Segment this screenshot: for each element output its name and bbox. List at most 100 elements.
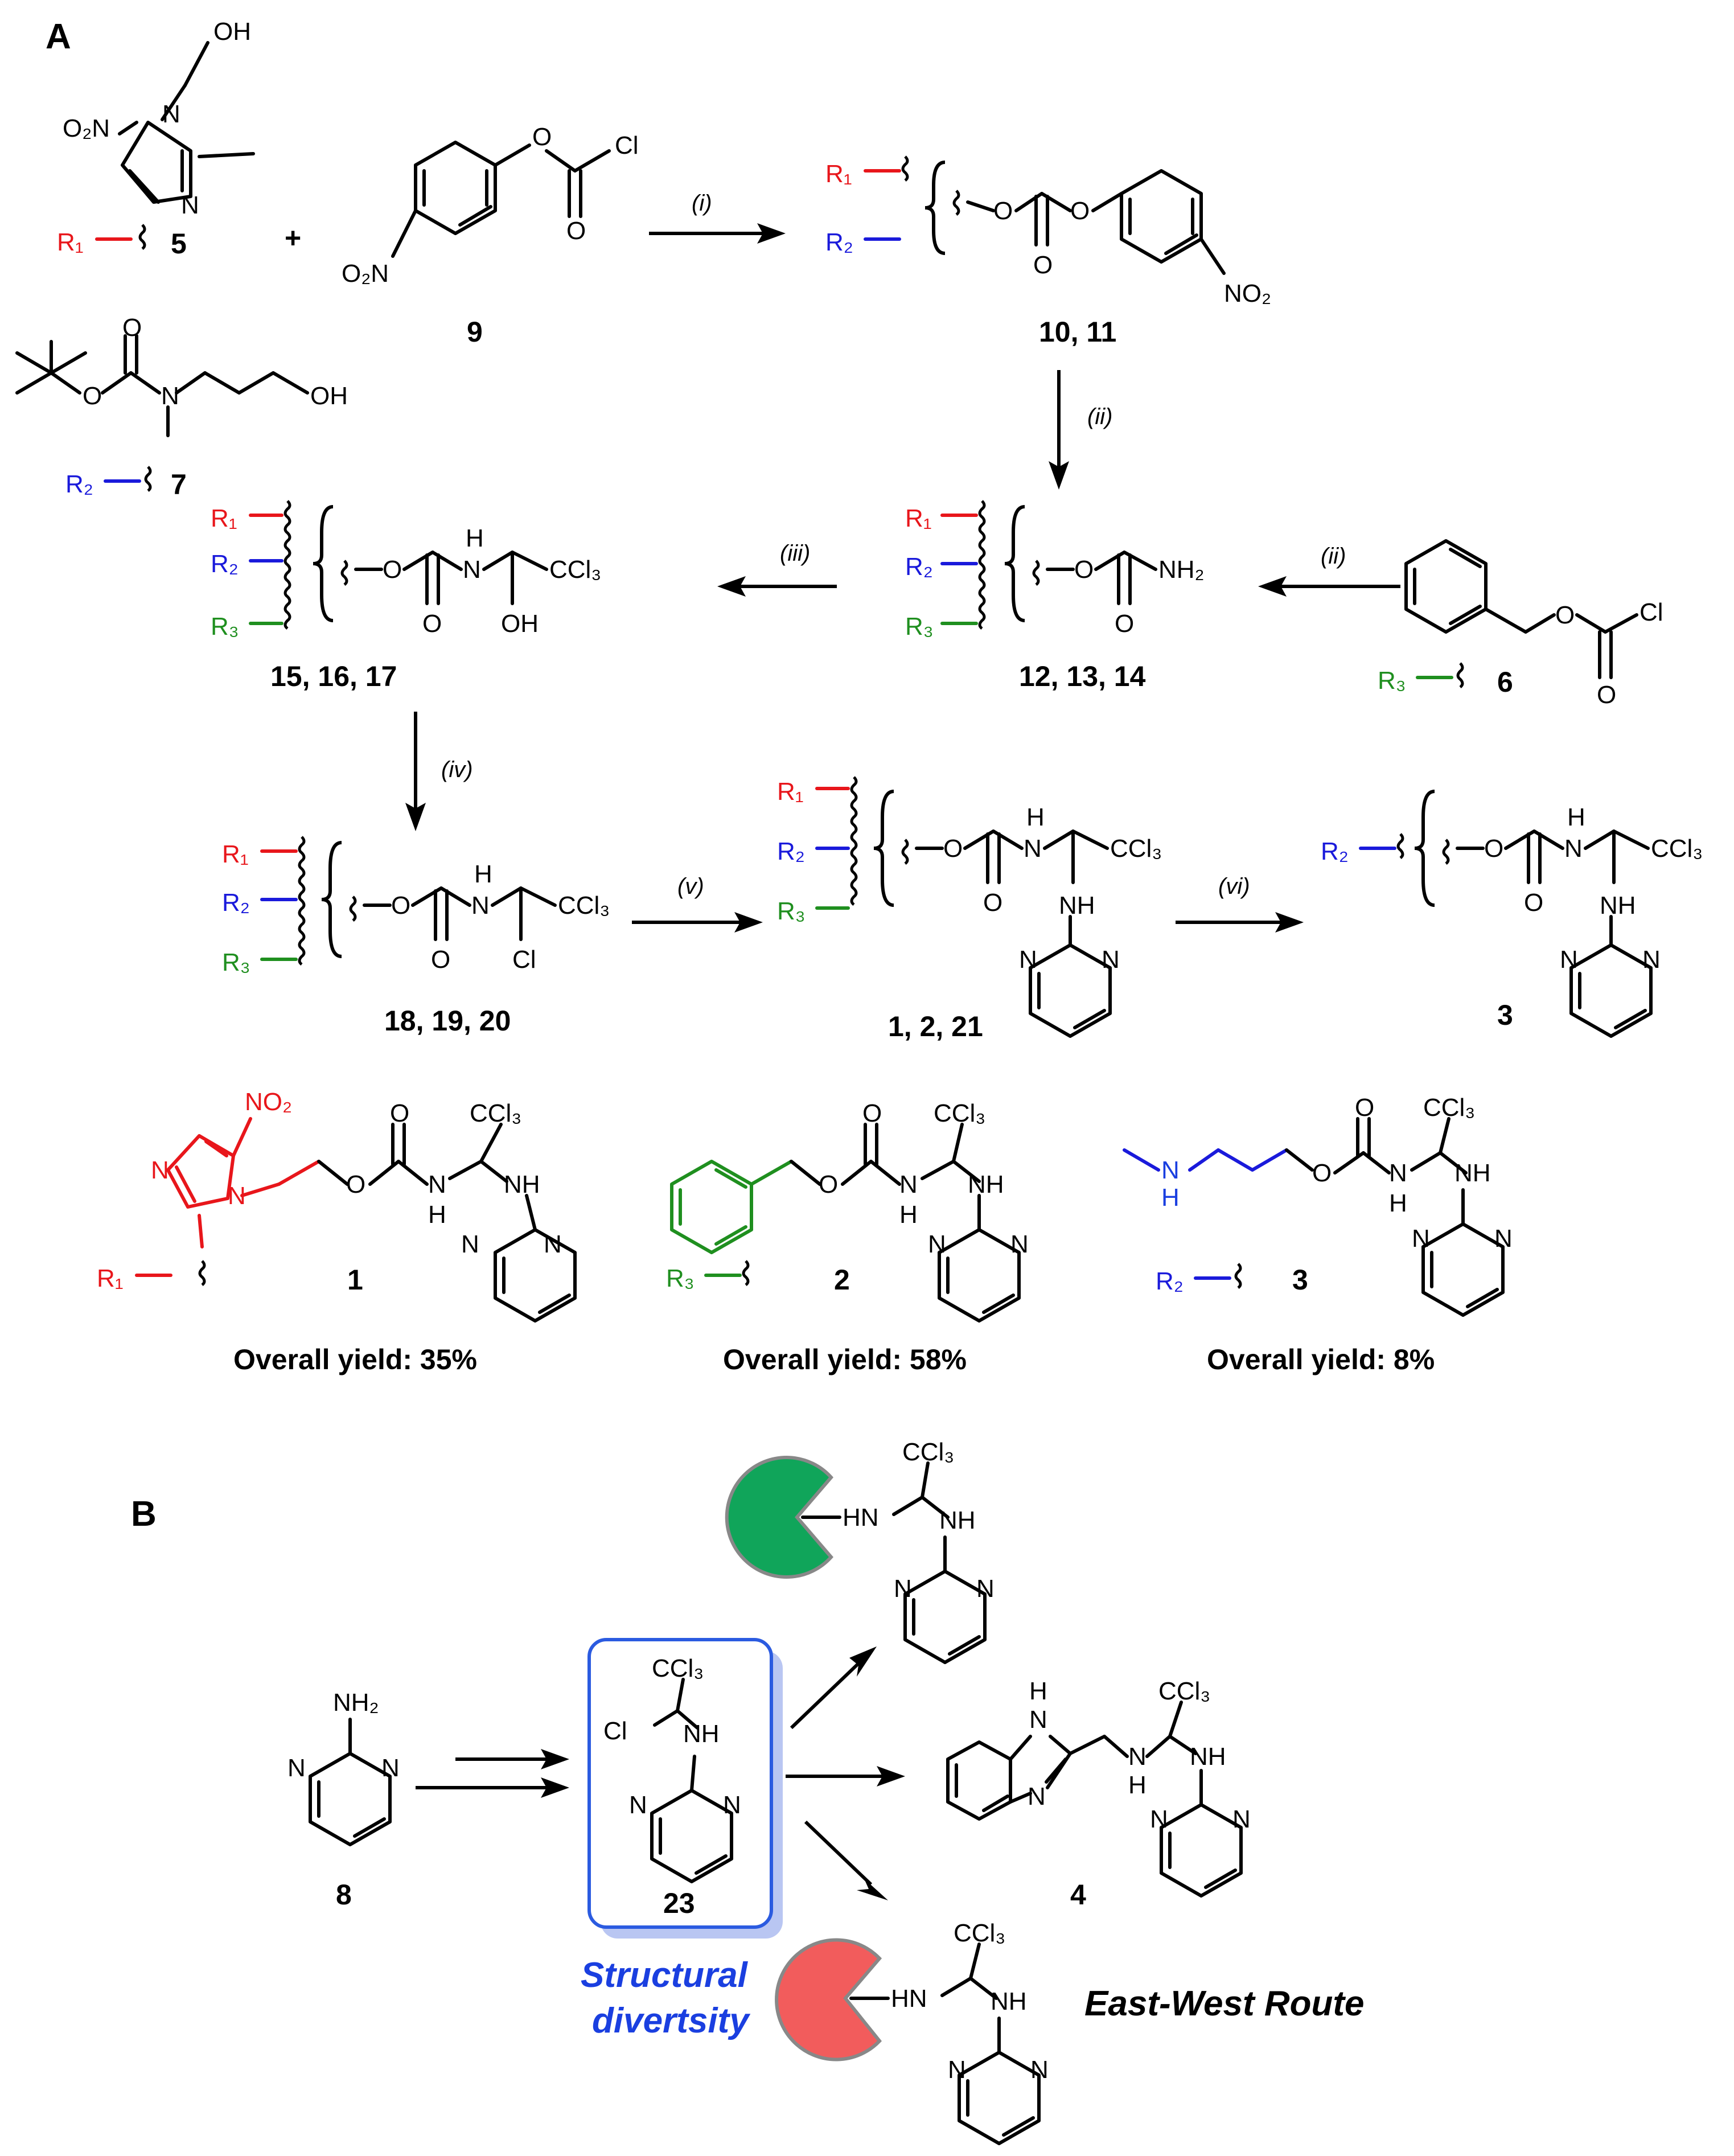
compound-23-box <box>587 1638 773 1929</box>
atom-h: H <box>899 1201 918 1229</box>
r2-label: R₂ <box>222 889 250 917</box>
atom-n: N <box>463 556 481 584</box>
compound-18-20-structure <box>260 836 557 966</box>
atom-n: N <box>1102 946 1120 974</box>
atom-n: N <box>461 1230 479 1258</box>
r1-label: R₁ <box>211 504 237 532</box>
atom-o: O <box>1597 681 1616 709</box>
atom-n: N <box>544 1230 562 1258</box>
atom-n: N <box>1030 2056 1049 2084</box>
plus-sign: + <box>285 222 301 254</box>
atom-ccl3: CCl₃ <box>1158 1677 1210 1705</box>
compound-label-3: 3 <box>1497 999 1513 1031</box>
atom-n: N <box>381 1754 400 1782</box>
atom-n: N <box>1024 835 1042 863</box>
atom-n: N <box>228 1182 246 1210</box>
r1-label: R₁ <box>777 778 804 806</box>
compound-label-5: 5 <box>171 228 187 260</box>
atom-n: N <box>162 100 180 128</box>
condition-i: (i) <box>692 191 712 216</box>
r1-label: R₁ <box>222 840 249 868</box>
final-compound-label-3: 3 <box>1292 1264 1308 1296</box>
compound-5-structure <box>95 41 255 250</box>
atom-cl: Cl <box>603 1717 627 1745</box>
red-pacman-target-icon <box>775 1938 882 2061</box>
panel-label-a: A <box>46 17 71 56</box>
atom-nh: NH <box>1190 1743 1226 1771</box>
compound-6-structure <box>1404 539 1638 688</box>
atom-n: N <box>894 1575 912 1603</box>
condition-ii: (ii) <box>1087 404 1112 429</box>
atom-nh: NH <box>1059 892 1095 919</box>
compound-15-17-structure <box>249 500 548 630</box>
structural-diversity-line1: Structural <box>581 1956 749 1995</box>
atom-oh: OH <box>213 18 251 46</box>
compound-label-10-11: 10, 11 <box>1039 316 1116 348</box>
east-west-route-label: East-West Route <box>1084 1984 1365 2023</box>
compound-label-15-17: 15, 16, 17 <box>270 660 397 692</box>
atom-nh: NH <box>683 1720 720 1748</box>
yield-compound-1: Overall yield: 35% <box>233 1344 477 1375</box>
atom-o: O <box>566 217 586 245</box>
arrow-step-iii <box>717 576 837 597</box>
compound-label-18-20: 18, 19, 20 <box>384 1005 511 1037</box>
atom-o: O <box>346 1171 365 1198</box>
atom-o: O <box>390 1099 409 1127</box>
atom-no2: NO₂ <box>1224 280 1271 307</box>
atom-o: O <box>862 1099 882 1127</box>
atom-ccl3: CCl₃ <box>1110 835 1162 863</box>
atom-h: H <box>474 860 492 888</box>
atom-o: O <box>1070 197 1090 225</box>
atom-nh2: NH₂ <box>333 1689 379 1716</box>
arrow-step-ii-left <box>1258 576 1400 597</box>
atom-nh: NH <box>939 1506 976 1534</box>
atom-n: N <box>1029 1706 1047 1734</box>
atom-o: O <box>122 314 142 342</box>
compound-label-6: 6 <box>1497 666 1513 698</box>
atom-ccl3: CCl₃ <box>934 1099 985 1127</box>
atom-nh: NH <box>504 1171 540 1198</box>
r3-label: R₃ <box>1378 667 1406 695</box>
arrow-step-i <box>649 223 786 244</box>
atom-n: N <box>899 1171 918 1198</box>
atom-h: H <box>466 524 484 552</box>
compound-12-14-structure <box>940 500 1157 630</box>
final-compound-label-1: 1 <box>347 1264 363 1296</box>
atom-ccl3: CCl₃ <box>652 1654 704 1682</box>
atom-ccl3: CCl₃ <box>1651 835 1703 863</box>
atom-nh: NH <box>968 1171 1004 1198</box>
atom-no2: NO₂ <box>245 1088 292 1116</box>
arrow-multistep <box>416 1749 569 1798</box>
atom-h: H <box>1567 803 1585 831</box>
atom-cl: Cl <box>512 946 536 974</box>
atom-ccl3: CCl₃ <box>470 1099 521 1127</box>
atom-cl: Cl <box>615 132 639 159</box>
atom-n: N <box>1028 1783 1046 1810</box>
condition-vi: (vi) <box>1218 874 1250 899</box>
atom-o: O <box>993 197 1013 225</box>
atom-h: H <box>1389 1189 1407 1217</box>
atom-o: O <box>1115 610 1134 638</box>
atom-n: N <box>181 191 199 219</box>
atom-hn: HN <box>891 1985 927 2013</box>
atom-n: N <box>1128 1743 1147 1771</box>
atom-o: O <box>983 889 1002 917</box>
r1-label: R₁ <box>57 228 84 256</box>
green-branch-structure <box>801 1461 987 1664</box>
compound-label-7: 7 <box>171 469 187 500</box>
condition-v: (v) <box>677 874 704 899</box>
r1-label: R₁ <box>97 1264 124 1292</box>
atom-ccl3: CCl₃ <box>902 1438 954 1466</box>
compound-label-23: 23 <box>663 1887 695 1919</box>
compound-label-4: 4 <box>1070 1879 1086 1911</box>
structural-diversity-line2: divertsity <box>592 2001 751 2040</box>
r1-label: R₁ <box>905 504 932 532</box>
atom-n: N <box>1010 1230 1029 1258</box>
atom-n: N <box>1150 1805 1168 1833</box>
compound-4-structure <box>946 1701 1243 1898</box>
atom-cl: Cl <box>1640 598 1663 626</box>
atom-n: N <box>1019 946 1037 974</box>
r2-bond <box>104 466 152 492</box>
compound-7-structure <box>15 334 309 437</box>
